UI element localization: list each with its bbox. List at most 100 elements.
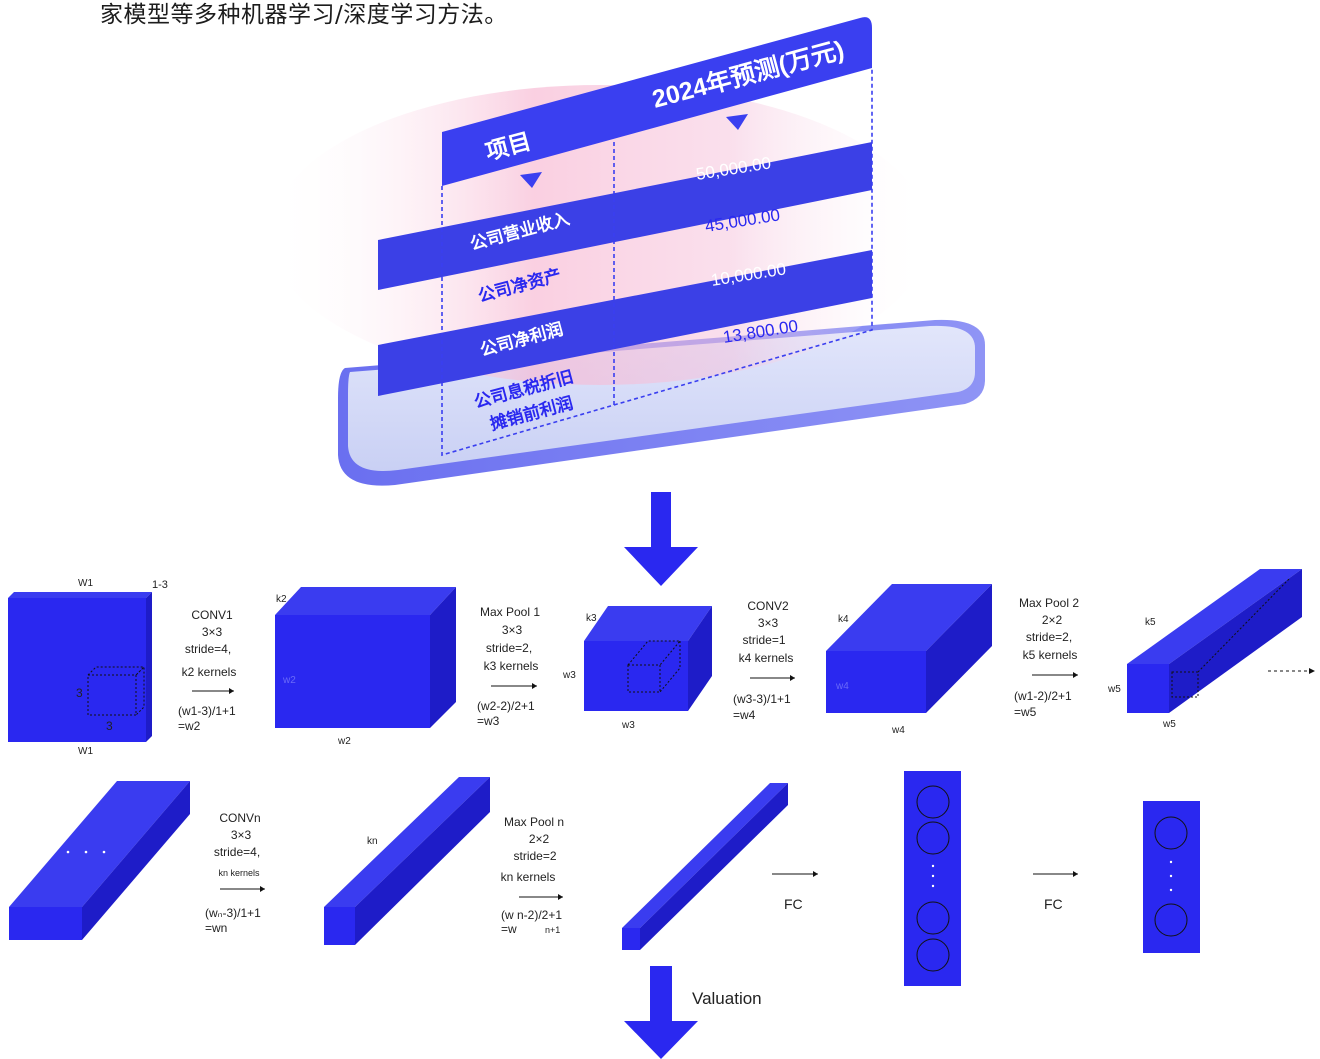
block1-kernel <box>87 674 137 716</box>
row-band-3 <box>378 250 872 396</box>
header-pointer-right <box>726 114 748 130</box>
op4-formula1: (w1-2)/2+1 <box>1014 689 1072 703</box>
op4-label: Max Pool 2 2×2 stride=2, k5 kernels <box>1019 596 1079 662</box>
block4-front <box>826 651 926 713</box>
opn-arrow-head <box>260 886 265 892</box>
ellipsis-dot <box>1169 874 1173 878</box>
block2-width-side: w2 <box>282 675 296 686</box>
block3-front <box>584 641 688 711</box>
cnn-row-2: CONVn 3×3 stride=4, kn kernels (wₙ-3)/1+… <box>9 771 1200 986</box>
block3-kernel <box>627 640 682 693</box>
intro-text: 家模型等多种机器学习/深度学习方法。 <box>100 2 508 28</box>
ellipsis-dot <box>102 850 106 854</box>
block3-top <box>584 606 712 641</box>
fc2-arrow-head <box>1073 871 1078 877</box>
block1-front <box>8 598 146 742</box>
op2-formula2: =w3 <box>477 714 500 728</box>
op4-line4: k5 kernels <box>1023 648 1078 662</box>
block3-width-side: w3 <box>562 670 576 681</box>
block-n2-front <box>622 928 640 950</box>
opn-formula1: (wₙ-3)/1+1 <box>205 906 261 920</box>
op2-arrow-head <box>532 683 537 689</box>
block2-side <box>430 587 456 728</box>
opp-formula1: (w n-2)/2+1 <box>501 908 562 922</box>
op3-label: CONV2 3×3 stride=1 k4 kernels <box>739 599 794 665</box>
cnn-row-1: W1 W1 1-3 3 3 CONV1 3×3 stride=4, k2 ker… <box>8 569 1315 757</box>
opn-label: CONVn 3×3 stride=4, kn kernels <box>214 811 261 878</box>
block1-depth: 1-3 <box>152 579 168 591</box>
block5-side <box>1169 569 1302 713</box>
op3-line1: CONV2 <box>747 599 789 613</box>
block5-front <box>1127 664 1169 713</box>
opn-line3: stride=4, <box>214 845 260 859</box>
opp-line4: kn kernels <box>501 870 556 884</box>
block2-kernels: k2 <box>276 594 287 605</box>
opn-formula2: =wn <box>205 921 227 935</box>
op4-line1: Max Pool 2 <box>1019 596 1079 610</box>
block2-top <box>275 587 456 615</box>
block2-front <box>275 615 430 728</box>
neuron <box>1154 903 1188 937</box>
op2-line3: stride=2, <box>486 641 532 655</box>
fc2-label: FC <box>1044 896 1063 912</box>
opp-arrow-head <box>558 894 563 900</box>
block1-width-bottom: W1 <box>78 746 93 757</box>
ellipsis-dot <box>931 864 935 868</box>
neuron <box>1154 816 1188 850</box>
opp-formula2: =w <box>501 922 517 936</box>
block5-top <box>1127 569 1302 664</box>
neuron <box>916 821 950 855</box>
block-n-side <box>355 777 490 945</box>
block3-kernels: k3 <box>586 613 597 624</box>
block-n-top <box>324 777 490 907</box>
opp-line2: 2×2 <box>529 832 550 846</box>
op1-line2: 3×3 <box>202 625 223 639</box>
block3-side <box>688 606 712 711</box>
block1-kernel-depth <box>87 665 146 716</box>
opn-line2: 3×3 <box>231 828 252 842</box>
op2-formula1: (w2-2)/2+1 <box>477 699 535 713</box>
block5-kernels: k5 <box>1145 617 1156 628</box>
opp-formula2-sub: n+1 <box>545 925 560 935</box>
ellipsis-dot <box>66 850 70 854</box>
forecast-table: 项目 2024年预测(万元) 公司营业收入 公司净资产 公司净利润 公司息税折旧… <box>270 17 985 486</box>
op3-line3: stride=1 <box>742 633 785 647</box>
block4-kernels: k4 <box>838 614 849 625</box>
block4-top <box>826 584 992 651</box>
table-dashed-frame <box>441 68 873 457</box>
row-band-1 <box>378 142 872 290</box>
op4-line3: stride=2, <box>1026 630 1072 644</box>
ellipsis-dot <box>84 850 88 854</box>
block1-side <box>146 592 152 742</box>
ellipsis-dot <box>931 874 935 878</box>
block5-width-bottom: w5 <box>1162 719 1176 730</box>
block4-side <box>926 584 992 713</box>
op1-line4: k2 kernels <box>182 665 237 679</box>
op1-formula1: (w1-3)/1+1 <box>178 704 236 718</box>
neuron <box>916 901 950 935</box>
op2-label: Max Pool 1 3×3 stride=2, k3 kernels <box>480 605 540 673</box>
op4-arrow-head <box>1073 672 1078 678</box>
arrow-down-icon <box>624 492 698 586</box>
fc1-arrow-head <box>813 871 818 877</box>
block-n-front <box>324 907 355 945</box>
block4-width-side: w4 <box>835 681 849 692</box>
neuron <box>916 938 950 972</box>
op1-line1: CONV1 <box>191 608 233 622</box>
op3-line4: k4 kernels <box>739 651 794 665</box>
block5-kernel <box>1171 577 1291 698</box>
op3-formula2: =w4 <box>733 708 756 722</box>
ellipsis-dot <box>931 884 935 888</box>
block1-kernel-h: 3 <box>76 686 83 700</box>
op4-formula2: =w5 <box>1014 705 1037 719</box>
fc1-label: FC <box>784 896 803 912</box>
op3-formula1: (w3-3)/1+1 <box>733 692 791 706</box>
op1-label: CONV1 3×3 stride=4, k2 kernels <box>182 608 237 679</box>
valuation-label: Valuation <box>692 989 762 1008</box>
block3-width-bottom: w3 <box>621 720 635 731</box>
opp-line3: stride=2 <box>513 849 556 863</box>
block-n-kernels: kn <box>367 836 378 847</box>
op1-line3: stride=4, <box>185 642 231 656</box>
fc-layer-1 <box>904 771 961 986</box>
op4-line2: 2×2 <box>1042 613 1063 627</box>
